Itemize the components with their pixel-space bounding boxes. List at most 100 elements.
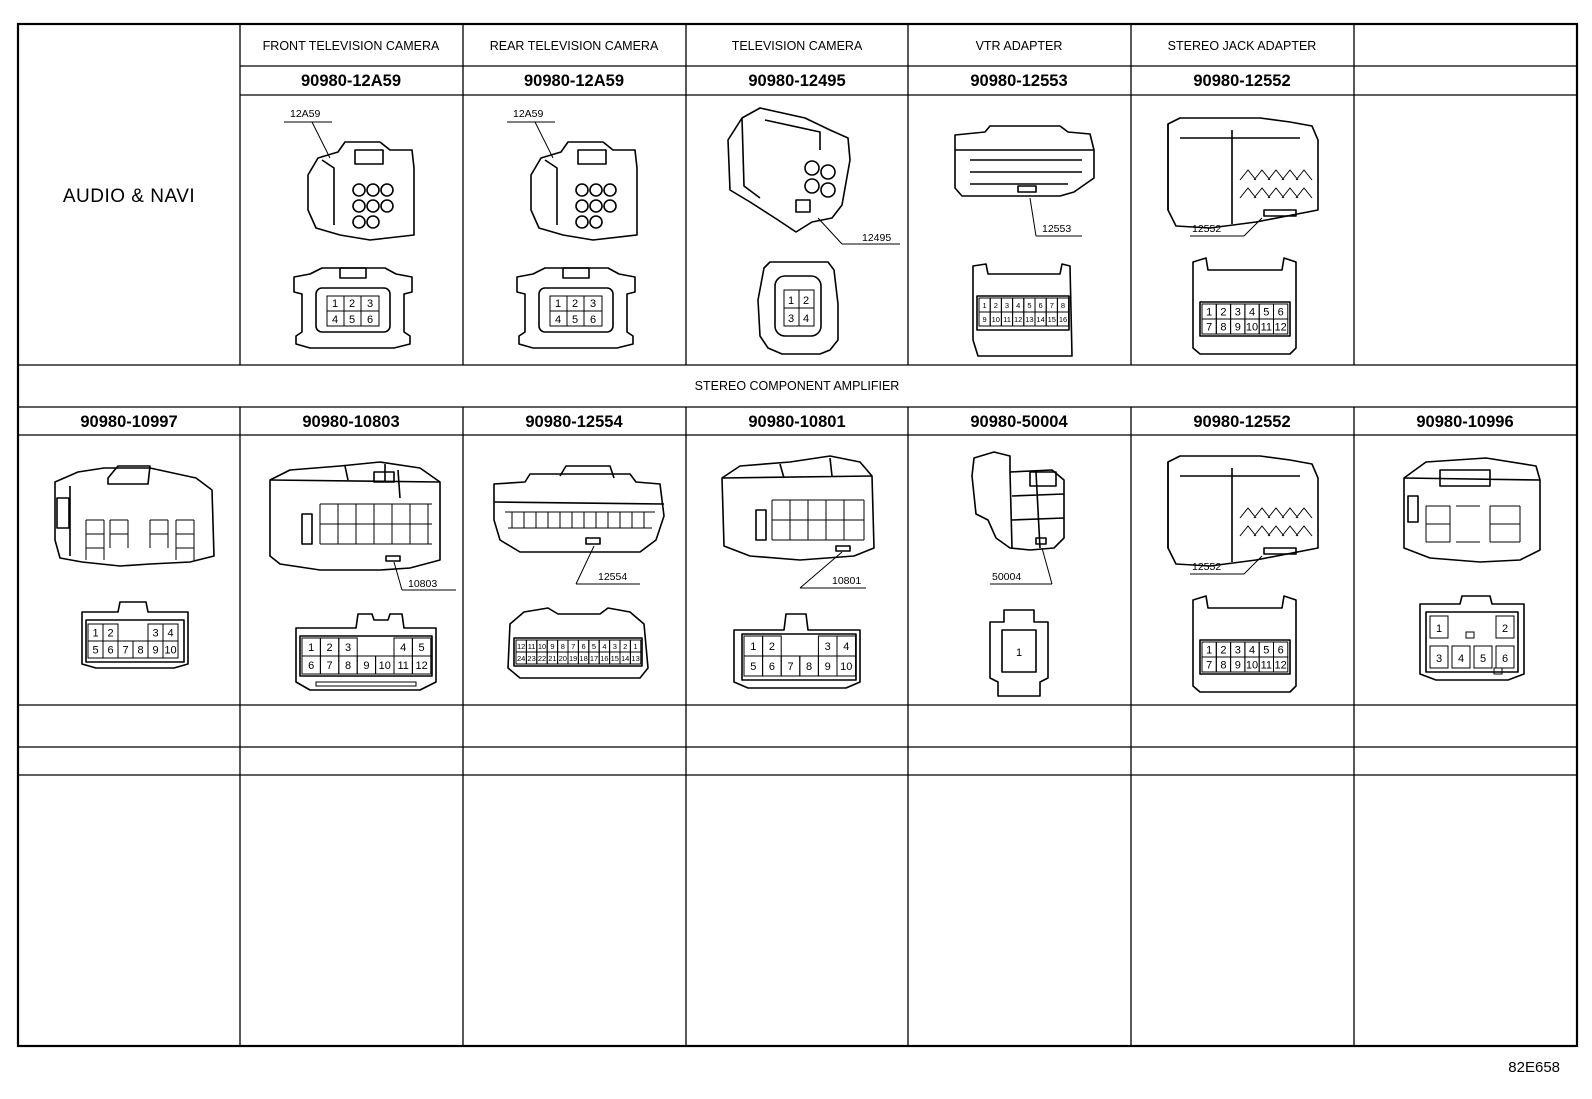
pin-label: 6 xyxy=(1278,307,1284,319)
pin-label: 1 xyxy=(555,298,561,310)
pin-label: 9 xyxy=(983,315,987,324)
pin-label: 10 xyxy=(1246,660,1258,672)
connector-drawing-10996: 1 2 3 4 5 6 xyxy=(1403,457,1541,681)
pin-label: 9 xyxy=(363,660,369,672)
pin-label: 9 xyxy=(152,645,158,657)
pin-label: 3 xyxy=(152,628,158,640)
pin-label: 11 xyxy=(1003,315,1011,324)
pin-label: 6 xyxy=(1278,645,1284,657)
connector-drawing-50004: 50004 1 xyxy=(971,451,1065,697)
part-number-50004: 90980-50004 xyxy=(970,413,1068,431)
pin-label: 6 xyxy=(308,660,314,672)
pin-label: 4 xyxy=(1458,653,1464,665)
callout-label: 12A59 xyxy=(513,108,544,120)
pin-label: 3 xyxy=(613,642,617,651)
pin-cell xyxy=(162,640,179,659)
pin-label: 1 xyxy=(332,298,338,310)
pin-label: 11 xyxy=(1261,660,1272,672)
pin-cell xyxy=(1273,318,1289,335)
caption-tv-camera: TELEVISION CAMERA xyxy=(732,39,863,53)
pin-label: 5 xyxy=(750,661,756,673)
pin-label: 16 xyxy=(600,654,608,663)
part-number-rear-tv-camera: 90980-12A59 xyxy=(524,72,624,90)
pin-cell xyxy=(1273,656,1289,673)
pin-label: 8 xyxy=(1220,322,1226,334)
part-number-stereo-jack-adapter: 90980-12552 xyxy=(1193,72,1290,90)
pin-label: 4 xyxy=(1249,307,1255,319)
pin-label: 20 xyxy=(559,654,567,663)
pin-label: 4 xyxy=(843,641,849,653)
pin-cell xyxy=(836,655,857,677)
pin-label: 7 xyxy=(1206,322,1212,334)
pin-label: 12 xyxy=(1014,315,1022,324)
pin-label: 14 xyxy=(621,654,629,663)
pin-label: 4 xyxy=(400,642,406,654)
connector-drawing-tv-camera: 12495 1 2 3 4 xyxy=(727,107,900,355)
pin-label: 3 xyxy=(367,298,373,310)
pin-label: 4 xyxy=(1249,645,1255,657)
pin-label: 10 xyxy=(164,645,176,657)
pin-label: 6 xyxy=(367,314,373,326)
callout-label: 10803 xyxy=(408,578,437,590)
pin-label: 19 xyxy=(569,654,577,663)
pin-label: 2 xyxy=(1220,645,1226,657)
pin-label: 10 xyxy=(1246,322,1258,334)
pin-label: 23 xyxy=(527,654,535,663)
pin-label: 2 xyxy=(572,298,578,310)
pin-label: 16 xyxy=(1059,315,1067,324)
callout-label: 10801 xyxy=(832,575,861,587)
pin-label: 2 xyxy=(769,641,775,653)
pin-label: 15 xyxy=(1048,315,1056,324)
pin-label: 3 xyxy=(788,313,794,325)
pin-label: 2 xyxy=(1502,623,1508,635)
pin-label: 12 xyxy=(1275,322,1287,334)
pin-label: 13 xyxy=(631,654,639,663)
callout-label: 12495 xyxy=(862,232,891,244)
pin-label: 15 xyxy=(611,654,619,663)
pin-label: 5 xyxy=(349,314,355,326)
system-label: AUDIO & NAVI xyxy=(63,186,195,207)
pin-label: 6 xyxy=(590,314,596,326)
part-number-front-tv-camera: 90980-12A59 xyxy=(301,72,401,90)
part-number-10997: 90980-10997 xyxy=(80,413,177,431)
pin-label: 8 xyxy=(1061,301,1065,310)
pin-label: 9 xyxy=(550,642,554,651)
pin-label: 10 xyxy=(992,315,1000,324)
callout-label: 50004 xyxy=(992,571,1021,583)
pin-label: 4 xyxy=(332,314,338,326)
pin-label: 2 xyxy=(349,298,355,310)
pin-label: 8 xyxy=(1220,660,1226,672)
pin-label: 7 xyxy=(571,642,575,651)
part-number-12552-amp: 90980-12552 xyxy=(1193,413,1290,431)
pin-label: 1 xyxy=(308,642,314,654)
pin-label: 4 xyxy=(602,642,606,651)
pin-label: 8 xyxy=(806,661,812,673)
figure-id: 82E658 xyxy=(1508,1059,1560,1076)
pin-label: 7 xyxy=(1206,660,1212,672)
part-number-tv-camera: 90980-12495 xyxy=(748,72,845,90)
pin-label: 1 xyxy=(1206,645,1212,657)
caption-rear-tv-camera: REAR TELEVISION CAMERA xyxy=(490,39,659,53)
connector-drawing-rear-tv-camera: 12A59 1 2 3 4 5 6 xyxy=(507,108,638,349)
pin-cell xyxy=(411,655,432,675)
pin-label: 21 xyxy=(548,654,556,663)
pin-label: 9 xyxy=(1235,660,1241,672)
pin-label: 13 xyxy=(1025,315,1033,324)
pin-label: 1 xyxy=(788,295,794,307)
pin-label: 7 xyxy=(787,661,793,673)
pin-label: 7 xyxy=(1050,301,1054,310)
pin-label: 17 xyxy=(590,654,598,663)
pin-label: 6 xyxy=(1502,653,1508,665)
pin-label: 7 xyxy=(327,660,333,672)
pin-label: 18 xyxy=(579,654,587,663)
caption-vtr-adapter: VTR ADAPTER xyxy=(976,39,1063,53)
pin-label: 5 xyxy=(1027,301,1031,310)
pin-label: 7 xyxy=(122,645,128,657)
pin-label: 1 xyxy=(1206,307,1212,319)
pin-label: 4 xyxy=(167,628,173,640)
pin-label: 1 xyxy=(750,641,756,653)
